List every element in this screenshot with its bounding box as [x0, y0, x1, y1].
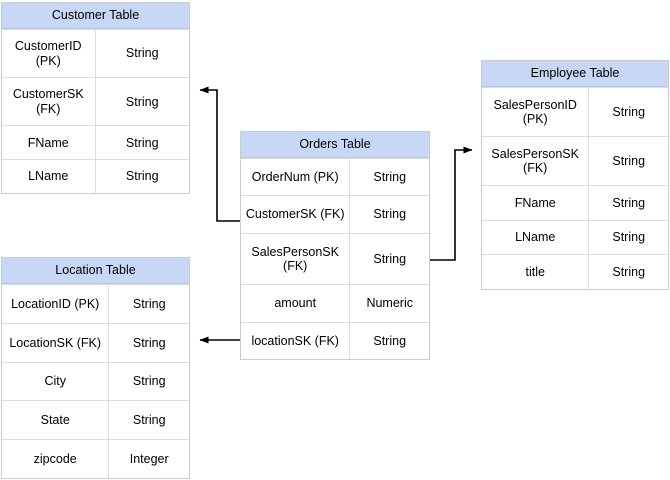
- table-location-title: Location Table: [2, 258, 189, 284]
- table-row[interactable]: CustomerID (PK) String: [2, 29, 189, 78]
- table-orders-title: Orders Table: [241, 132, 429, 158]
- field-type: String: [132, 374, 166, 389]
- table-row[interactable]: locationSK (FK) String: [241, 321, 429, 360]
- field-type: String: [132, 296, 166, 311]
- field-name: SalesPersonSK (FK): [482, 137, 590, 186]
- table-orders[interactable]: Orders Table OrderNum (PK) String Custom…: [240, 131, 430, 360]
- field-name: zipcode: [2, 440, 110, 478]
- table-row[interactable]: FName String: [482, 185, 668, 220]
- field-name: SalesPersonID (PK): [482, 88, 590, 137]
- relationship-orders-customer: [199, 86, 240, 222]
- field-type: String: [373, 207, 407, 222]
- field-type: String: [125, 169, 159, 184]
- field-name: City: [2, 362, 110, 401]
- table-customer[interactable]: Customer Table CustomerID (PK) String Cu…: [1, 2, 190, 194]
- field-name: locationSK (FK): [241, 322, 351, 360]
- field-type: String: [373, 169, 407, 184]
- table-row[interactable]: City String: [2, 361, 189, 401]
- table-row[interactable]: LName String: [2, 159, 189, 193]
- field-type: String: [125, 135, 159, 150]
- field-name: CustomerSK (FK): [2, 78, 96, 126]
- field-type: String: [373, 333, 407, 348]
- table-row[interactable]: SalesPersonSK (FK) String: [482, 136, 668, 186]
- field-type: String: [612, 153, 646, 168]
- table-row[interactable]: CustomerSK (FK) String: [2, 77, 189, 126]
- field-type: String: [612, 230, 646, 245]
- field-name: LocationSK (FK): [2, 323, 110, 362]
- table-row[interactable]: OrderNum (PK) String: [241, 158, 429, 196]
- table-row[interactable]: zipcode Integer: [2, 439, 189, 478]
- field-type: Numeric: [366, 296, 413, 311]
- field-name: amount: [241, 285, 351, 322]
- table-row[interactable]: amount Numeric: [241, 284, 429, 322]
- table-row[interactable]: LName String: [482, 219, 668, 255]
- field-type: String: [373, 251, 407, 266]
- field-name: FName: [2, 126, 96, 160]
- field-type: String: [612, 195, 646, 210]
- table-row[interactable]: SalesPersonID (PK) String: [482, 87, 668, 137]
- field-type: Integer: [129, 451, 169, 466]
- relationship-orders-employee: [430, 146, 473, 261]
- field-type: String: [132, 335, 166, 350]
- field-type: String: [612, 104, 646, 119]
- field-name: FName: [482, 186, 590, 220]
- table-customer-title: Customer Table: [2, 3, 189, 29]
- table-employee[interactable]: Employee Table SalesPersonID (PK) String…: [481, 60, 669, 290]
- table-row[interactable]: FName String: [2, 125, 189, 160]
- table-row[interactable]: LocationSK (FK) String: [2, 322, 189, 362]
- field-name: State: [2, 401, 110, 440]
- field-name: OrderNum (PK): [241, 159, 351, 196]
- table-row[interactable]: title String: [482, 254, 668, 290]
- field-type: String: [612, 265, 646, 280]
- table-row[interactable]: LocationID (PK) String: [2, 284, 189, 323]
- field-name: CustomerID (PK): [2, 30, 96, 78]
- table-row[interactable]: CustomerSK (FK) String: [241, 195, 429, 233]
- field-name: LName: [482, 220, 590, 255]
- field-type: String: [125, 94, 159, 109]
- table-employee-title: Employee Table: [482, 61, 668, 87]
- field-type: String: [132, 413, 166, 428]
- field-name: SalesPersonSK (FK): [241, 233, 351, 285]
- table-location[interactable]: Location Table LocationID (PK) String Lo…: [1, 257, 190, 479]
- table-row[interactable]: State String: [2, 400, 189, 440]
- field-name: LName: [2, 160, 96, 193]
- field-name: title: [482, 255, 590, 290]
- field-name: LocationID (PK): [2, 285, 110, 323]
- field-type: String: [125, 46, 159, 61]
- table-row[interactable]: SalesPersonSK (FK) String: [241, 232, 429, 285]
- field-name: CustomerSK (FK): [241, 196, 351, 233]
